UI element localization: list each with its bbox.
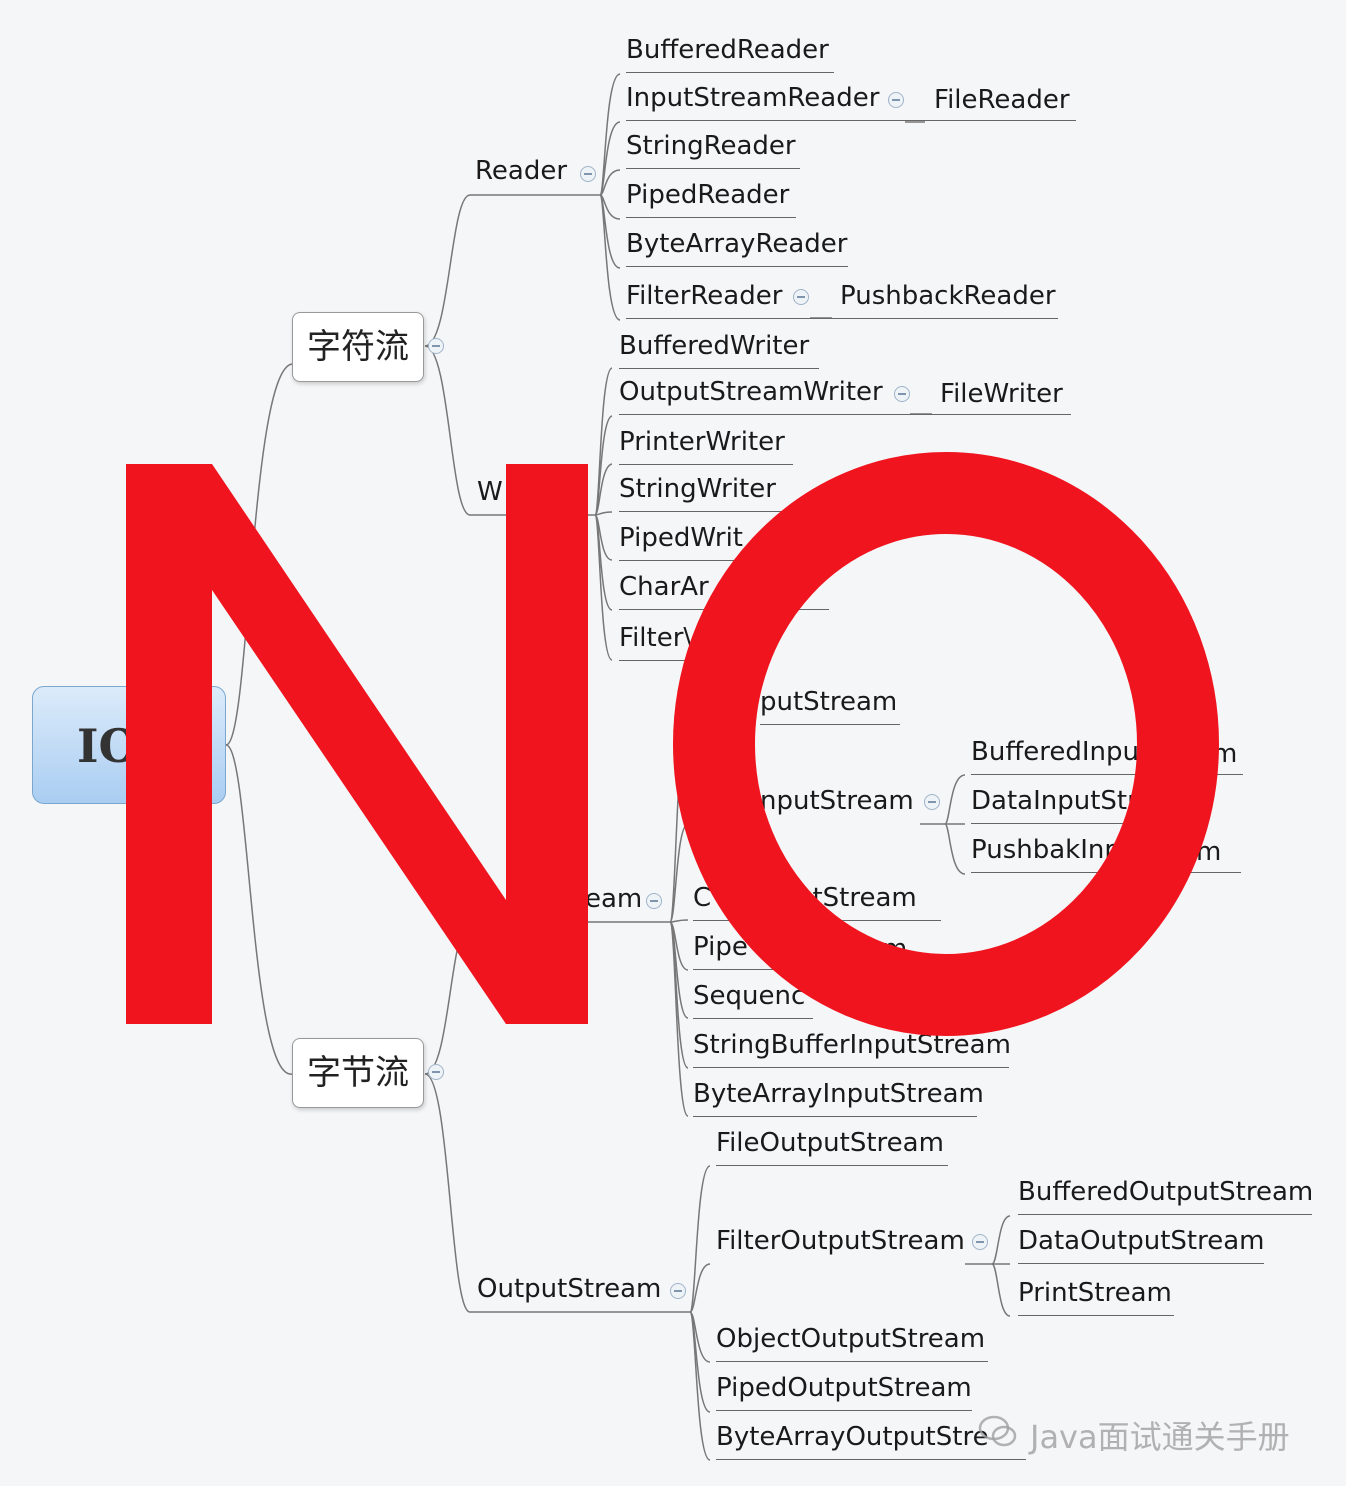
node-outputstream[interactable]: OutputStream xyxy=(477,1274,662,1304)
node-inputstream[interactable]: eam xyxy=(585,884,643,914)
collapse-icon[interactable] xyxy=(646,893,662,909)
node-chararraywriter[interactable]: CharAr xyxy=(619,571,829,610)
node-bufferedinputstream-suffix: m xyxy=(1212,739,1238,769)
node-datainputstream[interactable]: DataInputStr xyxy=(971,785,1141,824)
node-stringbufferinputstream[interactable]: StringBufferInputStream xyxy=(693,1029,1011,1068)
node-sequenceinputstream[interactable]: Sequenc xyxy=(693,980,813,1019)
wechat-icon xyxy=(978,1415,1017,1447)
node-bytearrayinputstream[interactable]: ByteArrayInputStream xyxy=(693,1078,984,1117)
node-pushbackinputstream-suffix: m xyxy=(1196,837,1222,867)
collapse-icon[interactable] xyxy=(428,1064,444,1080)
collapse-icon[interactable] xyxy=(428,338,444,354)
collapse-icon[interactable] xyxy=(670,1283,686,1299)
node-filteroutputstream[interactable]: FilterOutputStream xyxy=(716,1226,965,1256)
node-objectoutputstream[interactable]: ObjectOutputStream xyxy=(716,1323,988,1362)
node-pipedoutputstream[interactable]: PipedOutputStream xyxy=(716,1372,972,1411)
node-bufferedreader[interactable]: BufferedReader xyxy=(626,34,834,73)
node-char-stream[interactable]: 字符流 xyxy=(292,312,424,382)
node-outputstreamwriter[interactable]: OutputStreamWriter xyxy=(619,376,1071,415)
node-filterinputstream[interactable]: nputStream xyxy=(760,786,914,816)
node-filewriter[interactable]: FileWriter xyxy=(940,379,1063,409)
node-bufferedinputstream[interactable]: BufferedInpu xyxy=(971,736,1243,775)
node-printstream[interactable]: PrintStream xyxy=(1018,1277,1174,1316)
collapse-icon[interactable] xyxy=(888,92,904,108)
node-fileoutputstream[interactable]: FileOutputStream xyxy=(716,1127,948,1166)
node-fileinputstream[interactable]: putStream xyxy=(760,686,900,725)
watermark-text: Java面试通关手册 xyxy=(1030,1418,1290,1456)
node-stringreader[interactable]: StringReader xyxy=(626,130,800,169)
node-filterreader[interactable]: FilterReader xyxy=(626,280,1058,319)
collapse-icon[interactable] xyxy=(972,1234,988,1250)
node-stringwriter[interactable]: StringWriter xyxy=(619,473,784,512)
node-printerwriter[interactable]: PrinterWriter xyxy=(619,426,793,465)
node-filereader[interactable]: FileReader xyxy=(934,85,1070,115)
node-dataoutputstream[interactable]: DataOutputStream xyxy=(1018,1225,1264,1264)
node-pipedwriter[interactable]: PipedWrit xyxy=(619,522,769,561)
root-node-io[interactable]: IO xyxy=(32,686,226,804)
node-pushbackreader[interactable]: PushbackReader xyxy=(840,281,1056,311)
node-bytearrayoutputstream[interactable]: ByteArrayOutputStre xyxy=(716,1421,1026,1460)
collapse-icon[interactable] xyxy=(580,166,596,182)
collapse-icon[interactable] xyxy=(924,794,940,810)
node-bufferedwriter[interactable]: BufferedWriter xyxy=(619,330,819,369)
node-filterwriter[interactable]: Filter\ xyxy=(619,622,719,661)
node-reader[interactable]: Reader xyxy=(475,156,568,186)
node-bufferedoutputstream[interactable]: BufferedOutputStream xyxy=(1018,1176,1313,1215)
node-writer[interactable]: W xyxy=(477,477,503,507)
node-pipedinputstream-suffix: am xyxy=(866,934,908,964)
node-objectinputstream-suffix: utStream xyxy=(796,883,917,913)
collapse-icon[interactable] xyxy=(793,289,809,305)
node-pipedreader[interactable]: PipedReader xyxy=(626,179,796,218)
node-bytearrayreader[interactable]: ByteArrayReader xyxy=(626,228,848,267)
node-chararraywriter-suffix: r xyxy=(802,574,813,604)
node-byte-stream[interactable]: 字节流 xyxy=(292,1038,424,1108)
node-inputstreamreader[interactable]: InputStreamReader xyxy=(626,82,1076,121)
collapse-icon[interactable] xyxy=(894,386,910,402)
